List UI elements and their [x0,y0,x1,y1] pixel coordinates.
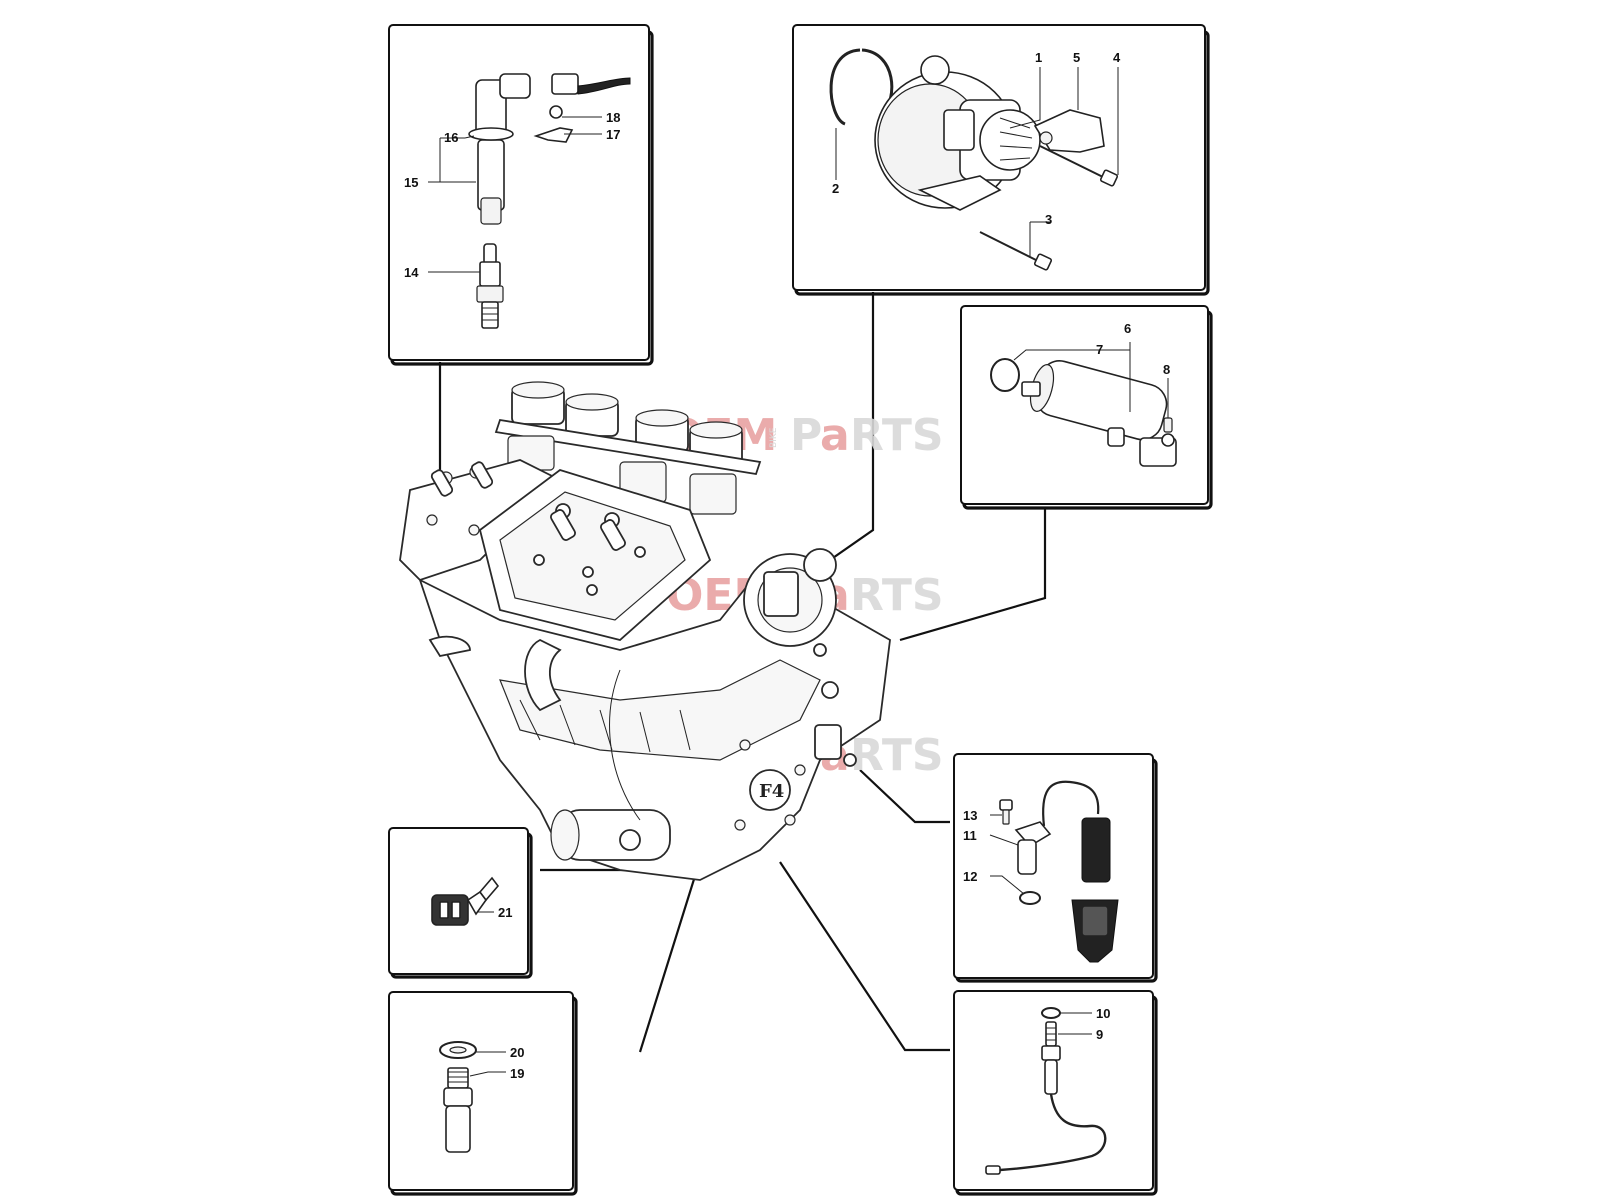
svg-text:6: 6 [1124,321,1131,336]
panel-leader-lines [438,292,1047,1053]
alternator-on-engine [743,548,837,647]
bolt-part-4 [1039,145,1119,187]
svg-text:RTS: RTS [850,410,944,461]
svg-text:P: P [790,410,822,461]
starter-motor-part [1021,360,1168,447]
svg-text:16: 16 [444,130,458,145]
svg-text:19: 19 [510,1066,524,1081]
svg-text:a: a [820,410,850,461]
svg-text:BIKE: BIKE [769,427,779,448]
panel-ignition-coil: 16 15 14 18 17 [388,24,654,366]
svg-text:13: 13 [963,808,977,823]
svg-text:15: 15 [404,175,418,190]
lambda-sensor-part [985,1007,1107,1175]
svg-text:3: 3 [1045,212,1052,227]
svg-text:7: 7 [1096,342,1103,357]
f4-engine-badge: F4 [749,769,791,811]
svg-text:RTS: RTS [850,730,944,781]
coil-connector-part [533,73,631,143]
panel-alternator: 1 5 4 2 3 [792,24,1210,296]
svg-text:RTS: RTS [850,570,944,621]
temperature-sensor-part [431,876,500,926]
oil-switch-part [439,1041,477,1153]
svg-text:17: 17 [606,127,620,142]
svg-text:5: 5 [1073,50,1080,65]
svg-text:20: 20 [510,1045,524,1060]
intake-trumpets [494,381,762,515]
svg-text:4: 4 [1113,50,1121,65]
panel-lambda-sensor: 10 9 [953,990,1158,1196]
panel-starter-motor: 6 7 8 [960,305,1213,510]
svg-text:21: 21 [498,905,512,920]
engine-illustration: F4 [399,381,891,881]
starter-motor-on-engine [550,809,671,861]
bolt-part-13 [999,799,1013,825]
sensor-connector-part [1071,817,1119,963]
panel-temperature-sensor: 21 [388,827,533,979]
svg-text:1: 1 [1035,50,1042,65]
panel-oil-pressure-switch: 20 19 [388,991,578,1196]
svg-text:10: 10 [1096,1006,1110,1021]
alternator-body-part [874,55,1041,211]
ignition-coil-part [468,73,531,225]
panel-pickup-sensor: 13 11 12 [953,753,1158,983]
spark-plug-part [476,243,504,329]
svg-text:8: 8 [1163,362,1170,377]
o-ring-part-7 [990,358,1020,392]
svg-text:18: 18 [606,110,620,125]
svg-text:11: 11 [963,828,977,843]
o-ring-part-12 [1019,891,1041,905]
svg-text:2: 2 [832,181,839,196]
terminal-part-8 [1139,417,1177,467]
watermark-top: OEM BIKE P a RTS [666,410,944,461]
svg-text:9: 9 [1096,1027,1103,1042]
svg-text:F4: F4 [759,781,784,802]
pickup-sensor-part [1014,780,1100,875]
svg-text:12: 12 [963,869,977,884]
svg-text:14: 14 [404,265,419,280]
